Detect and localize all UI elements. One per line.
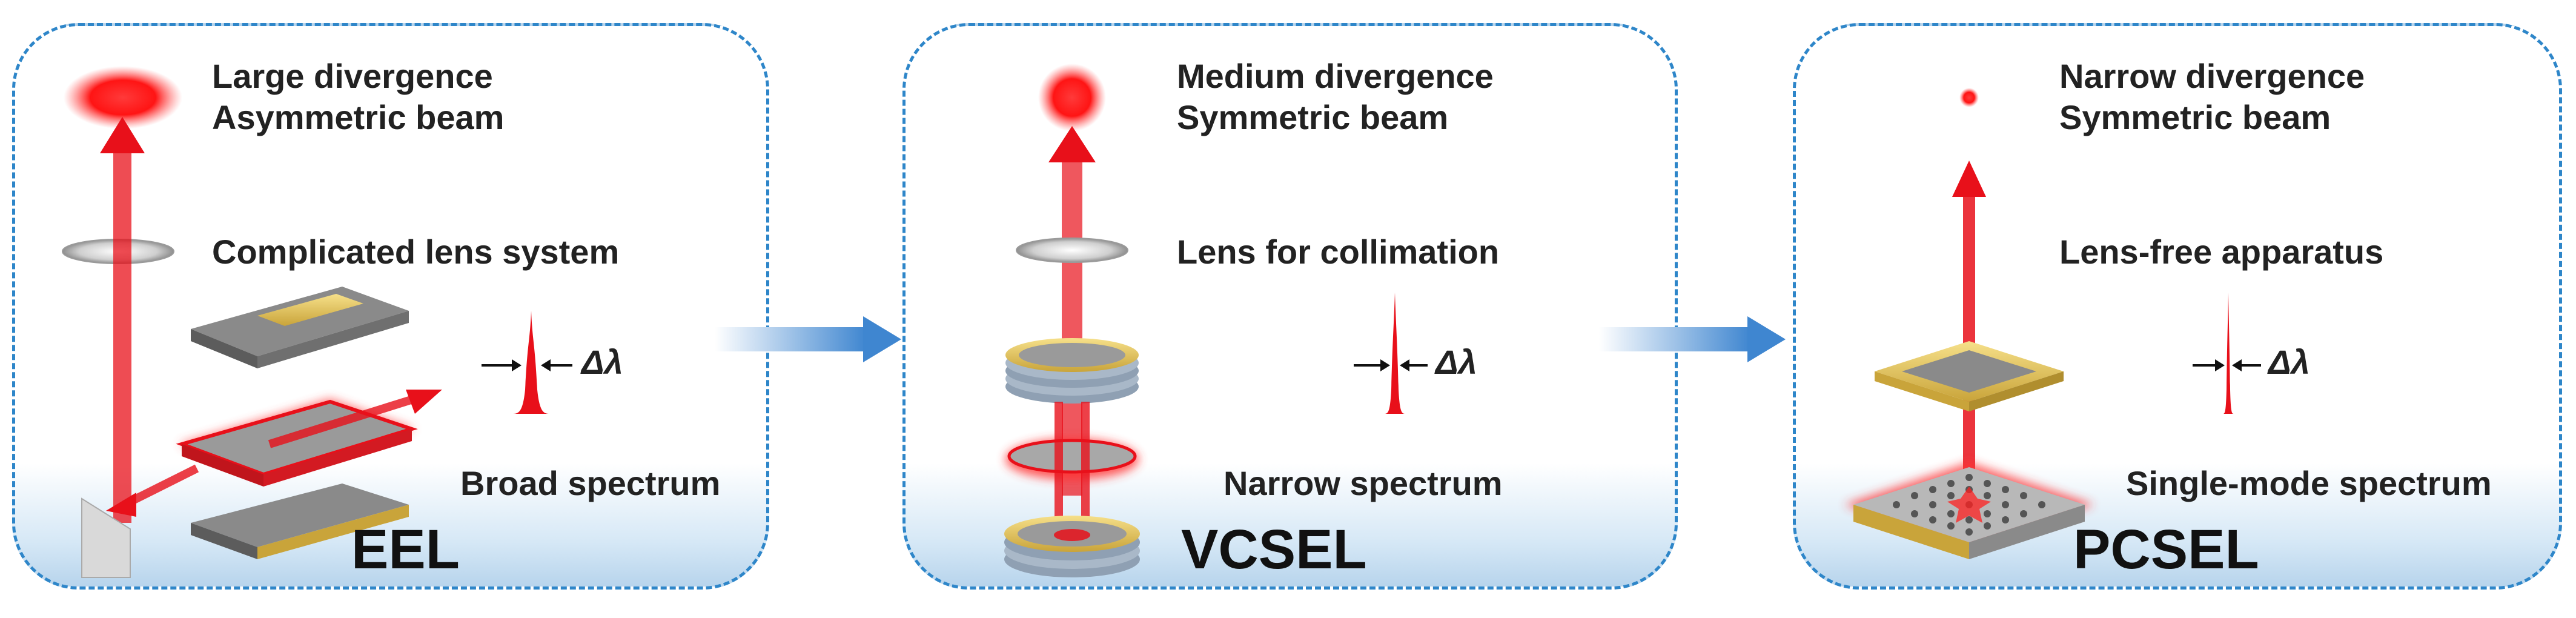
vcsel-illustration [1004,64,1428,577]
vcsel-delta-left-arrow [1380,359,1390,371]
eel-divergence-label: Large divergence [212,57,493,95]
pcsel-hole-array [1893,474,2045,536]
vcsel-beam-arrowhead [1048,126,1096,162]
vcsel-active-region [1007,439,1137,474]
eel-title: EEL [351,519,460,580]
pcsel-beam-label: Symmetric beam [2059,98,2331,136]
progression-arrow-1 [715,316,901,362]
vcsel-divergence-label: Medium divergence [1177,57,1494,95]
progression-arrow-2 [1599,316,1786,362]
pcsel-beam-spot [1959,88,1979,107]
eel-beam-spot [64,66,182,129]
pcsel-beam-arrowhead [1952,161,1986,197]
vcsel-spectrum-label: Narrow spectrum [1223,464,1503,502]
pcsel-panel: Narrow divergence Symmetric beam Lens-fr… [1793,23,2562,590]
eel-panel: Large divergence Asymmetric beam Complic… [12,23,769,590]
pcsel-title: PCSEL [2073,519,2259,580]
eel-top-electrode [257,294,363,326]
pcsel-lens-label: Lens-free apparatus [2059,233,2384,271]
eel-lens-label: Complicated lens system [212,233,620,271]
pcsel-delta-right-arrow [2232,359,2242,371]
pcsel-delta-label: Δλ [2268,343,2310,381]
eel-bottom-layer [191,483,409,547]
eel-delta-right-arrow [541,359,551,371]
pcsel-delta-left-arrow [2215,359,2225,371]
vcsel-spectrum-peak [1384,293,1406,414]
vcsel-beam-spot [1038,64,1106,131]
eel-beam-arrowhead [100,117,145,153]
vcsel-panel: Medium divergence Symmetric beam Lens fo… [902,23,1678,590]
pcsel-divergence-label: Narrow divergence [2059,57,2365,95]
vcsel-beam-label: Symmetric beam [1177,98,1449,136]
eel-lateral-arrow [406,390,442,414]
vcsel-lens-label: Lens for collimation [1177,233,1500,271]
eel-delta-left-arrow [512,359,521,371]
pcsel-illustration [1844,88,2261,559]
eel-vertical-beam [113,147,131,523]
vcsel-lens [1016,238,1128,263]
eel-spectrum-peak [512,311,551,414]
pcsel-spectrum-label: Single-mode spectrum [2126,464,2492,502]
eel-spectrum-label: Broad spectrum [460,464,721,502]
eel-illustration [62,66,572,578]
vcsel-delta-label: Δλ [1435,343,1477,381]
pcsel-lasing-mode [1947,487,1991,523]
eel-beam-label: Asymmetric beam [212,98,505,136]
pcsel-spectrum-peak [2223,293,2234,414]
eel-delta-label: Δλ [581,343,623,381]
vcsel-delta-right-arrow [1400,359,1409,371]
eel-mirror [81,497,131,578]
vcsel-title: VCSEL [1181,519,1367,580]
